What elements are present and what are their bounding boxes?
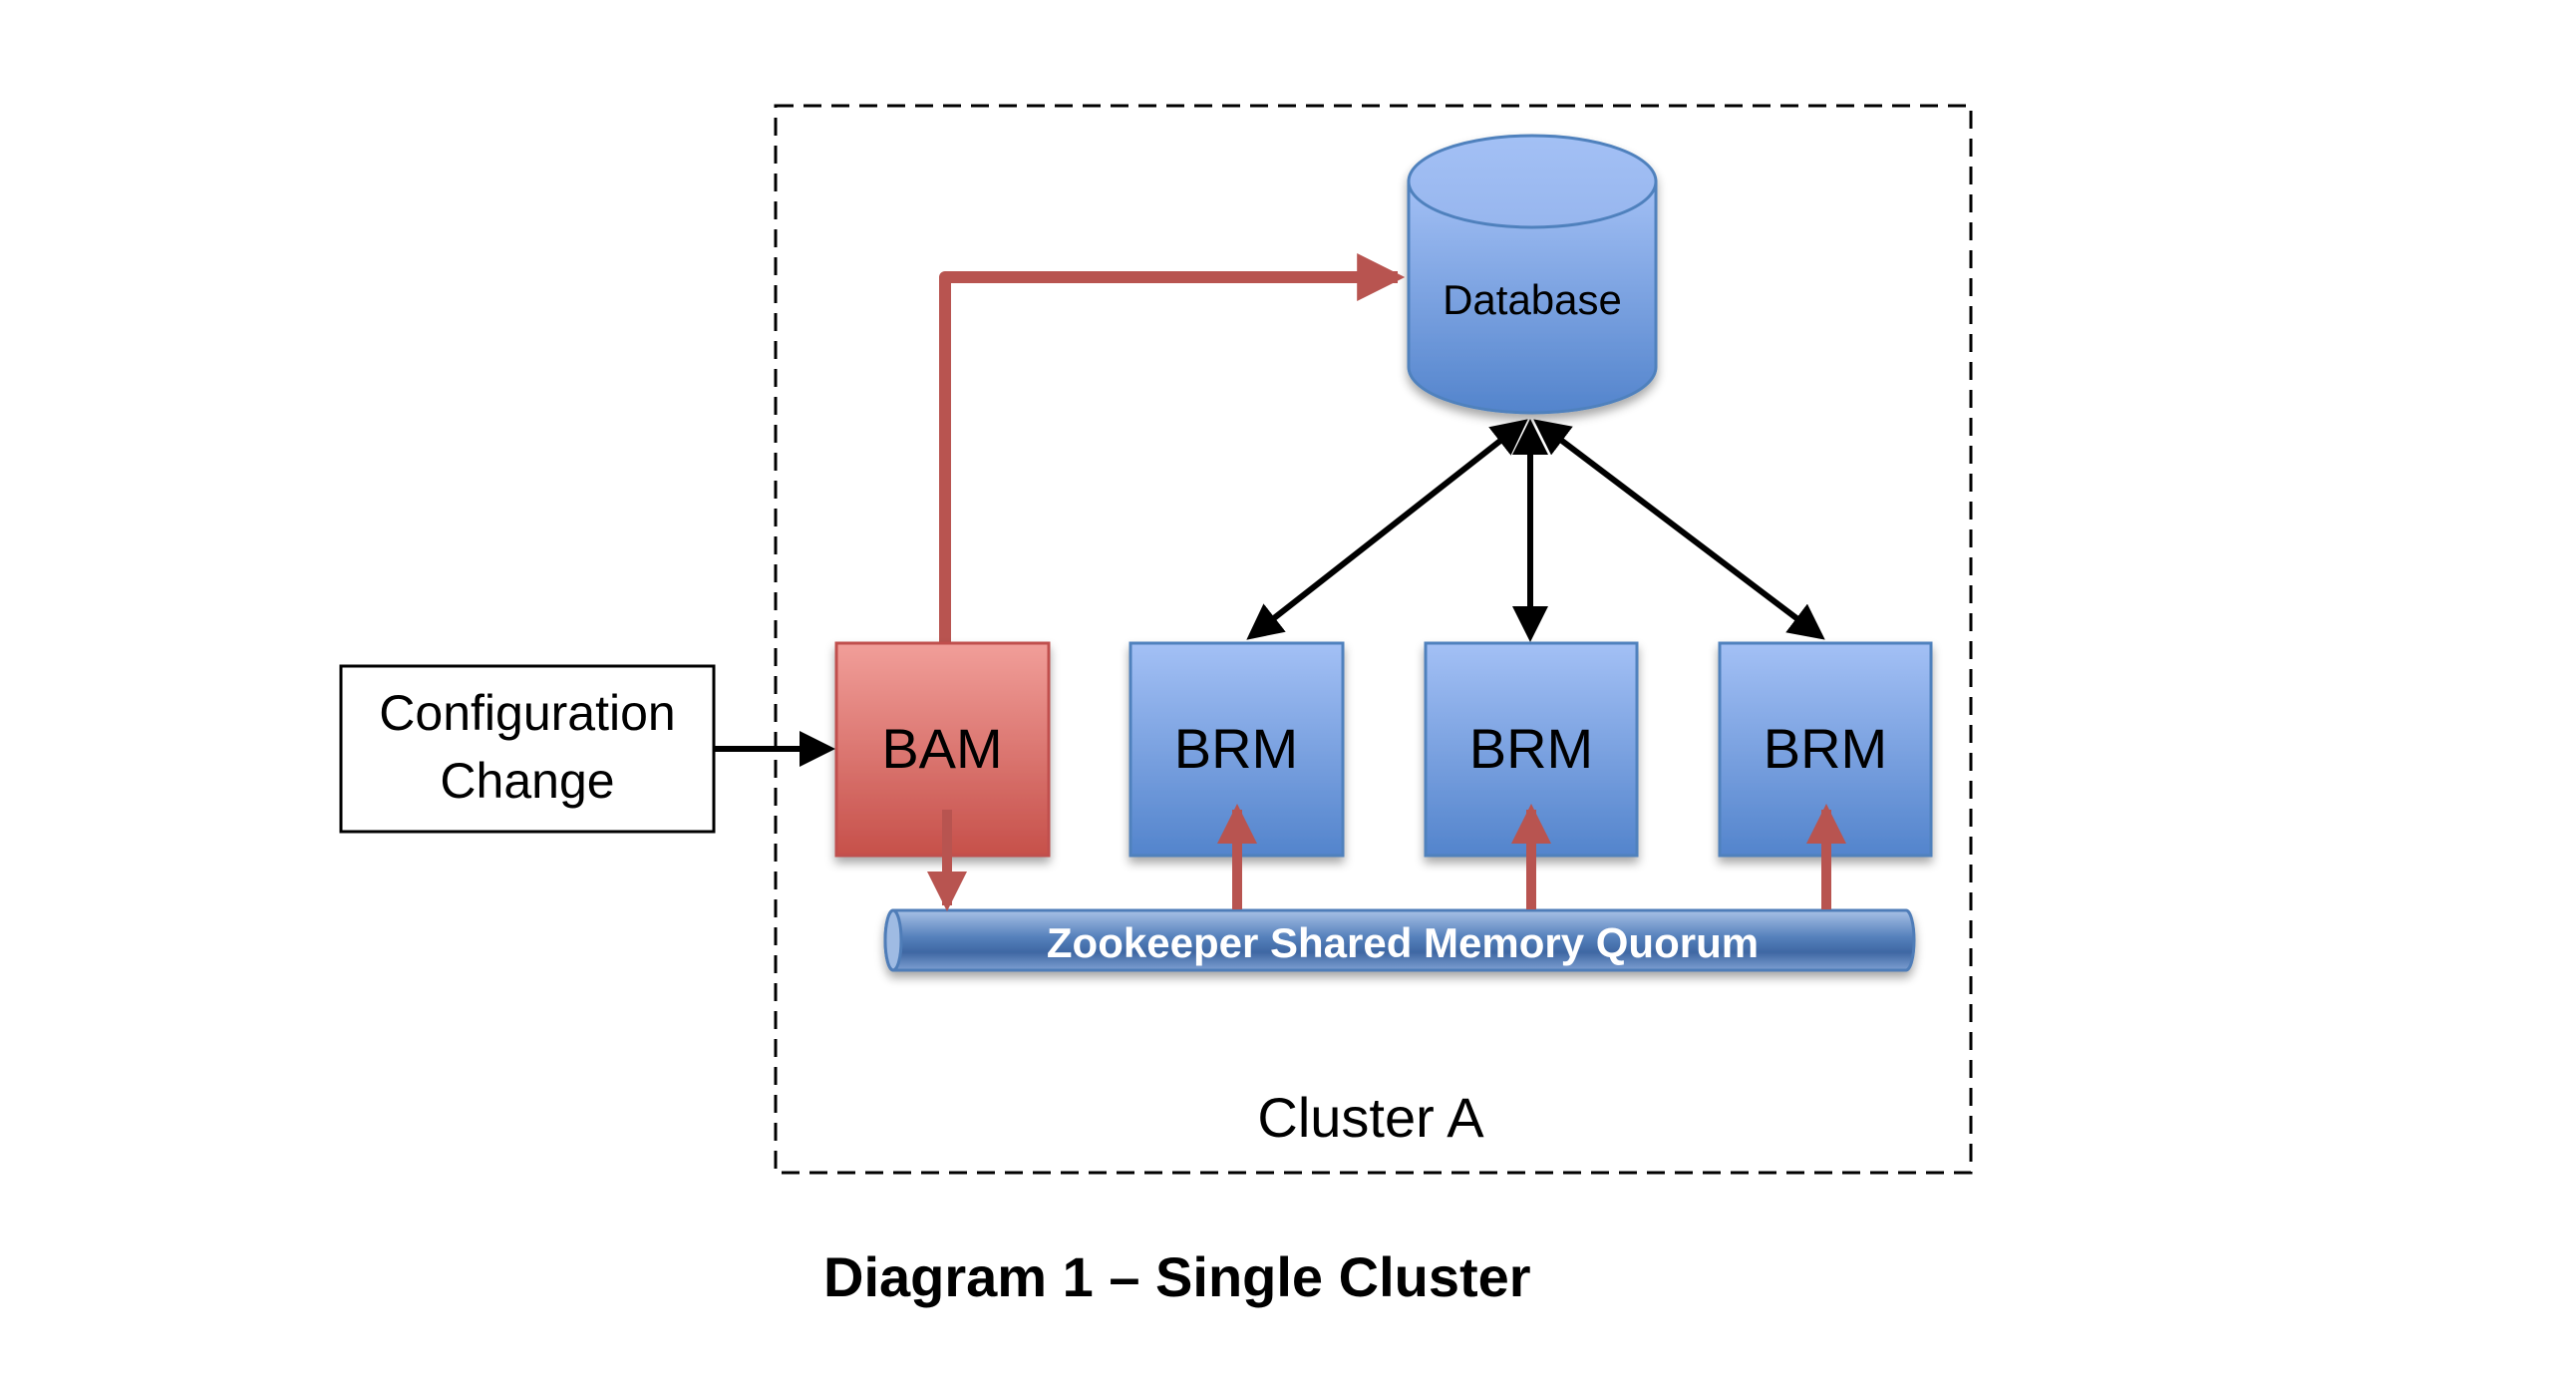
bam-node[interactable]: BAM — [834, 641, 1051, 858]
diagram-title: Diagram 1 – Single Cluster — [823, 1245, 1531, 1308]
cluster-label: Cluster A — [1257, 1086, 1484, 1149]
brm-label: BRM — [1469, 717, 1593, 780]
cluster-boundary — [774, 104, 1973, 1175]
arrow-database-brm-1 — [1246, 419, 1528, 640]
database-cylinder[interactable]: Database — [1407, 134, 1658, 415]
bam-label: BAM — [881, 717, 1002, 780]
brm-label: BRM — [1174, 717, 1298, 780]
brm-label: BRM — [1764, 717, 1887, 780]
zookeeper-quorum-bar[interactable]: Zookeeper Shared Memory Quorum — [883, 908, 1916, 972]
configuration-change-label-line2: Change — [440, 753, 614, 809]
arrow-database-brm-3 — [1533, 419, 1825, 640]
configuration-change-box[interactable]: Configuration Change — [339, 664, 716, 834]
configuration-change-label-line1: Configuration — [379, 685, 675, 741]
zookeeper-label: Zookeeper Shared Memory Quorum — [1047, 919, 1759, 966]
arrow-bam-to-database — [939, 253, 1406, 646]
database-label: Database — [1443, 276, 1622, 323]
